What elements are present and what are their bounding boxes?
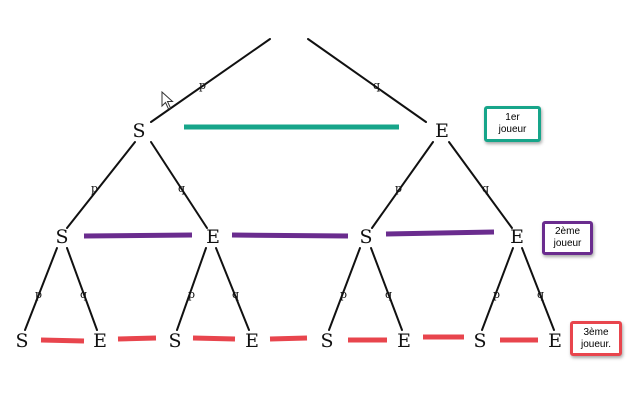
branch-labels: p q p q p q p q p q p q p q: [35, 79, 544, 301]
branch-label-q: q: [232, 288, 239, 301]
branch-label-q: q: [385, 288, 392, 301]
badge-line: 1er: [505, 112, 520, 123]
node-s: S: [15, 330, 28, 352]
node-e: E: [397, 330, 411, 352]
badge-line: joueur: [498, 124, 527, 135]
badge-line: joueur.: [580, 338, 612, 350]
node-s: S: [359, 226, 372, 248]
separator-level3: [192, 335, 236, 342]
node-e: E: [206, 226, 220, 248]
branch-label-p: p: [395, 182, 402, 195]
mouse-pointer-icon: [161, 91, 174, 110]
branch-label-p: p: [35, 288, 42, 301]
branch-label-p: p: [199, 79, 206, 92]
node-e: E: [93, 330, 107, 352]
player-badge-3: 3ème joueur.: [570, 321, 622, 356]
separator-level3: [269, 335, 308, 342]
branch-label-q: q: [537, 288, 544, 301]
node-e: E: [245, 330, 259, 352]
separator-level2: [83, 232, 193, 239]
branch-label-p: p: [188, 288, 195, 301]
node-s: S: [55, 226, 68, 248]
badge-line: 3ème: [583, 326, 609, 338]
player-badge-2: 2ème joueur: [542, 221, 593, 255]
separator-level3: [117, 335, 157, 342]
player-badge-1: 1er joueur: [484, 106, 541, 142]
branch-label-q: q: [482, 182, 489, 195]
node-s: S: [473, 330, 486, 352]
separator-level2: [231, 232, 349, 239]
level-separators: [40, 124, 538, 344]
node-s: S: [320, 330, 333, 352]
branch-label-p: p: [91, 182, 98, 195]
branch-label-q: q: [373, 79, 380, 92]
tree-nodes: S E S E S E S E S E S E S E: [15, 120, 561, 352]
branch-label-p: p: [493, 288, 500, 301]
badge-line: joueur: [553, 238, 582, 249]
node-s: S: [168, 330, 181, 352]
branch-label-q: q: [80, 288, 87, 301]
branch-label-p: p: [340, 288, 347, 301]
node-e: E: [435, 120, 449, 142]
separator-level3: [40, 337, 85, 344]
node-e: E: [510, 226, 524, 248]
branch-label-q: q: [178, 182, 185, 195]
tree-branches: [24, 38, 555, 331]
node-e: E: [548, 330, 562, 352]
separator-level2: [385, 229, 495, 237]
badge-line: 2ème: [554, 226, 580, 237]
node-s: S: [132, 120, 145, 142]
